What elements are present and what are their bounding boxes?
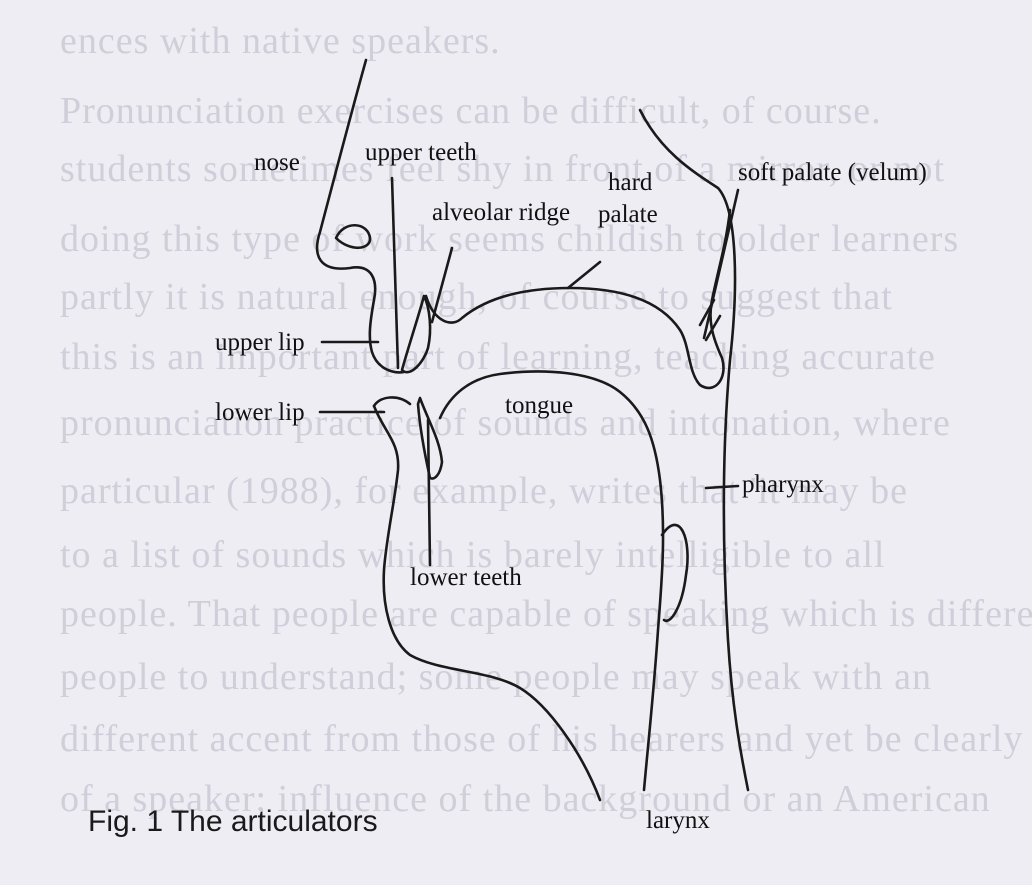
figure-caption: Fig. 1 The articulators	[88, 805, 378, 839]
label-lower-teeth: lower teeth	[410, 565, 522, 590]
label-lower-lip: lower lip	[215, 400, 305, 425]
lower-teeth-outline	[418, 398, 442, 478]
label-nose: nose	[254, 150, 300, 175]
jaw-outline	[374, 406, 600, 800]
epiglottis-outline	[662, 525, 688, 621]
label-soft-palate: soft palate (velum)	[738, 160, 927, 185]
nostril-outline	[336, 225, 370, 248]
label-alveolar-ridge: alveolar ridge	[432, 200, 570, 225]
label-larynx: larynx	[646, 808, 710, 833]
label-pharynx: pharynx	[742, 472, 824, 497]
palate-outline	[426, 210, 730, 388]
lower-lip-outline	[374, 397, 410, 406]
label-hard-palate-line1: hard	[608, 170, 652, 195]
label-upper-teeth: upper teeth	[365, 140, 477, 165]
label-hard-palate-line2: palate	[598, 202, 658, 227]
label-upper-lip: upper lip	[215, 330, 305, 355]
upper-teeth-outline	[402, 296, 430, 372]
face-profile-outline	[317, 60, 404, 372]
label-tongue: tongue	[505, 393, 573, 418]
